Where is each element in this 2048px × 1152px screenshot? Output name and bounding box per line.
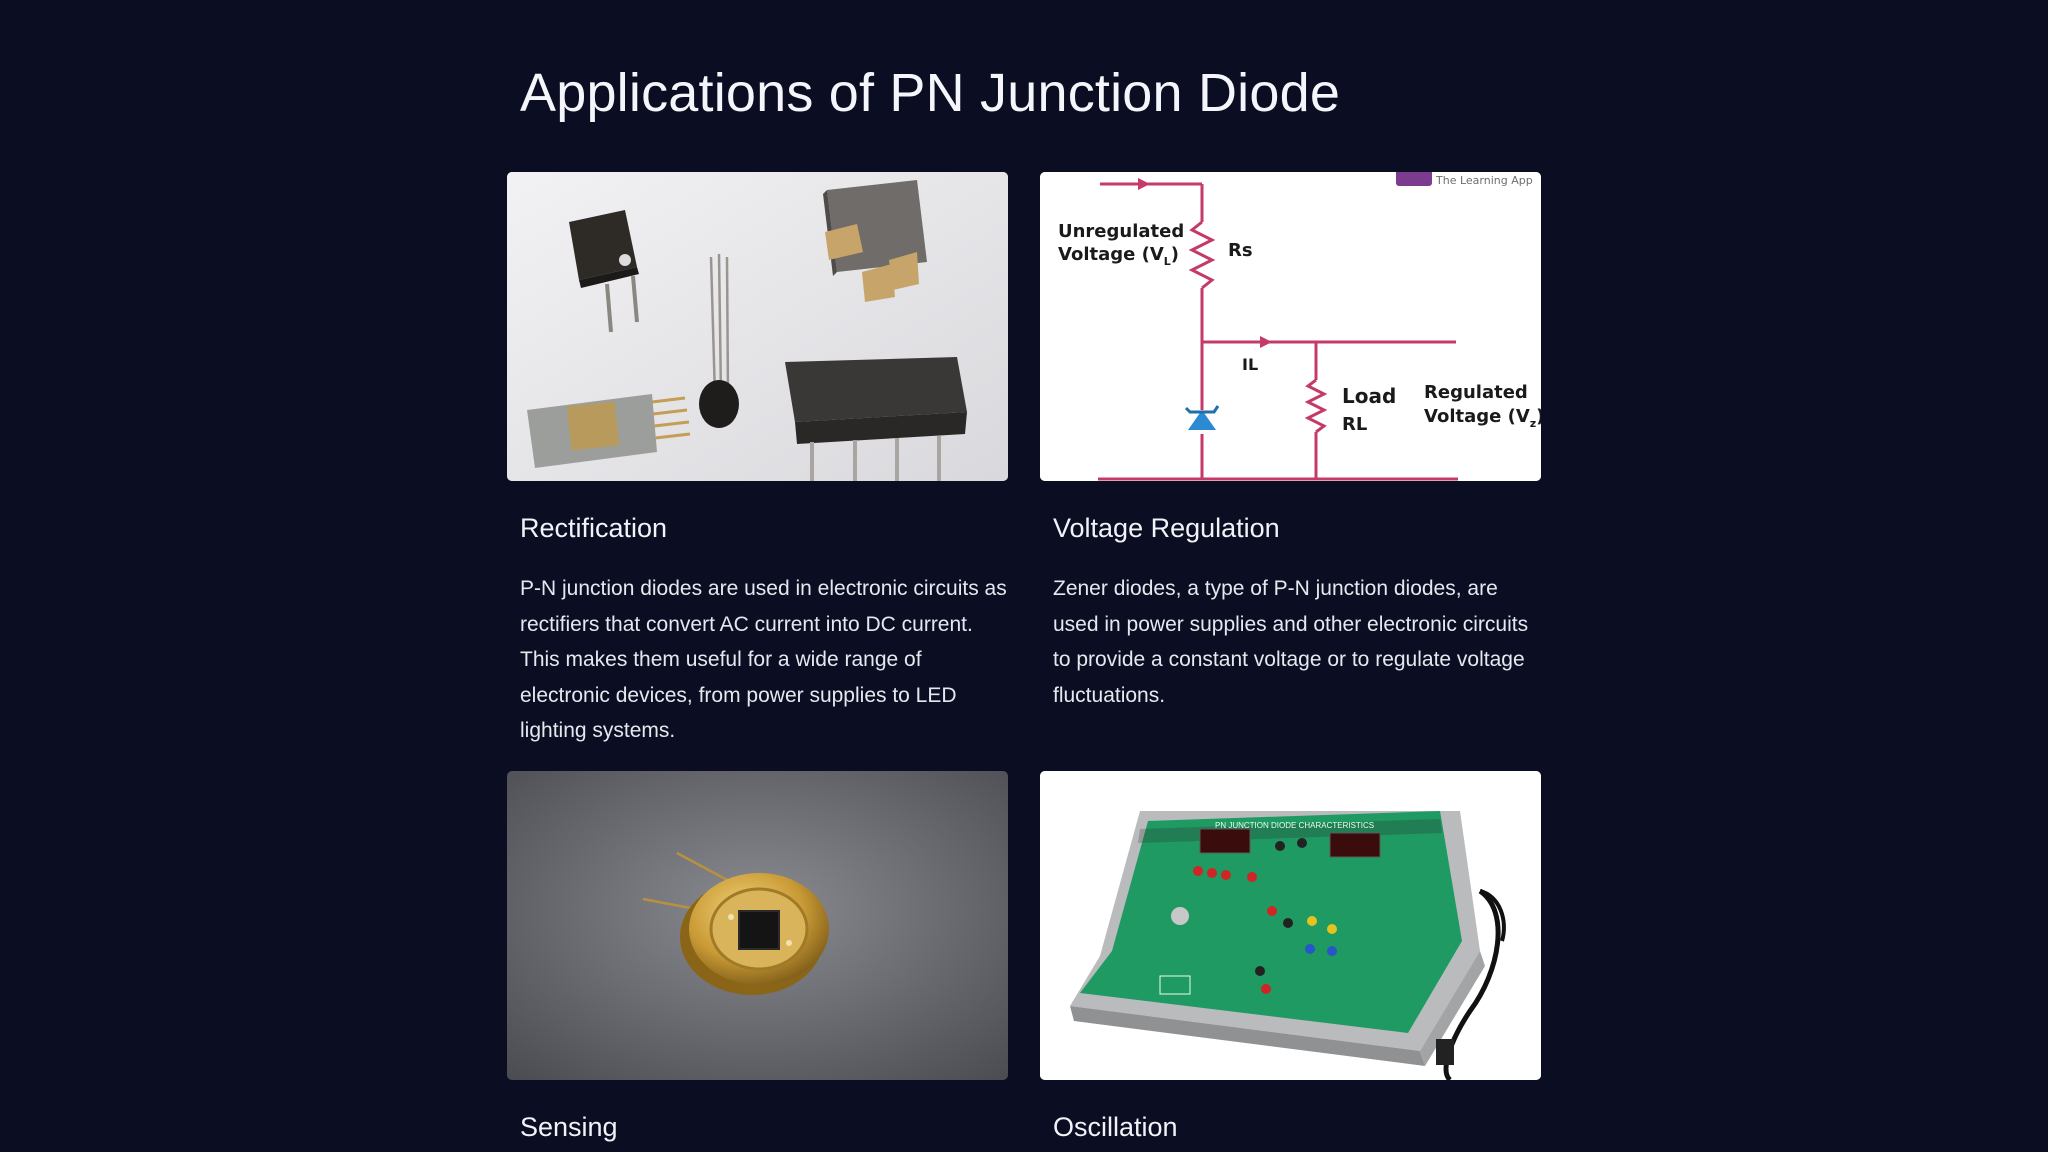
il-label: IL [1242,355,1258,374]
diode-trainer-kit-photo: PN JUNCTION DIODE CHARACTERISTICS [1040,771,1541,1080]
unregulated-label-line2: Voltage (V [1058,244,1164,265]
rectifier-components-photo [507,172,1008,481]
card-title-rectification: Rectification [520,513,668,543]
card-text-voltage-regulation: Zener diodes, a type of P-N junction dio… [1053,577,1529,707]
rs-label: Rs [1228,240,1253,261]
svg-text:Voltage (VL): Voltage (VL) [1058,244,1179,268]
regulated-label-line2: Voltage (V [1424,406,1530,427]
load-label: Load [1342,384,1396,408]
unregulated-label-line1: Unregulated [1058,221,1184,242]
rl-label: RL [1342,414,1367,435]
photodiode-sensor-photo [507,771,1008,1080]
zener-regulator-diagram: The Learning App Unregulated Voltage (VL… [1040,172,1541,481]
board-header: PN JUNCTION DIODE CHARACTERISTICS [1215,821,1374,830]
svg-text:Voltage (Vz): Voltage (Vz) [1424,406,1541,430]
brand-label: The Learning App [1435,174,1533,187]
card-title-sensing: Sensing [520,1112,618,1142]
card-title-voltage-regulation: Voltage Regulation [1053,513,1280,543]
card-text-rectification: P-N junction diodes are used in electron… [520,577,1007,742]
regulated-label-line1: Regulated [1424,382,1528,403]
page-title: Applications of PN Junction Diode [520,63,1341,123]
card-title-oscillation: Oscillation [1053,1112,1178,1142]
